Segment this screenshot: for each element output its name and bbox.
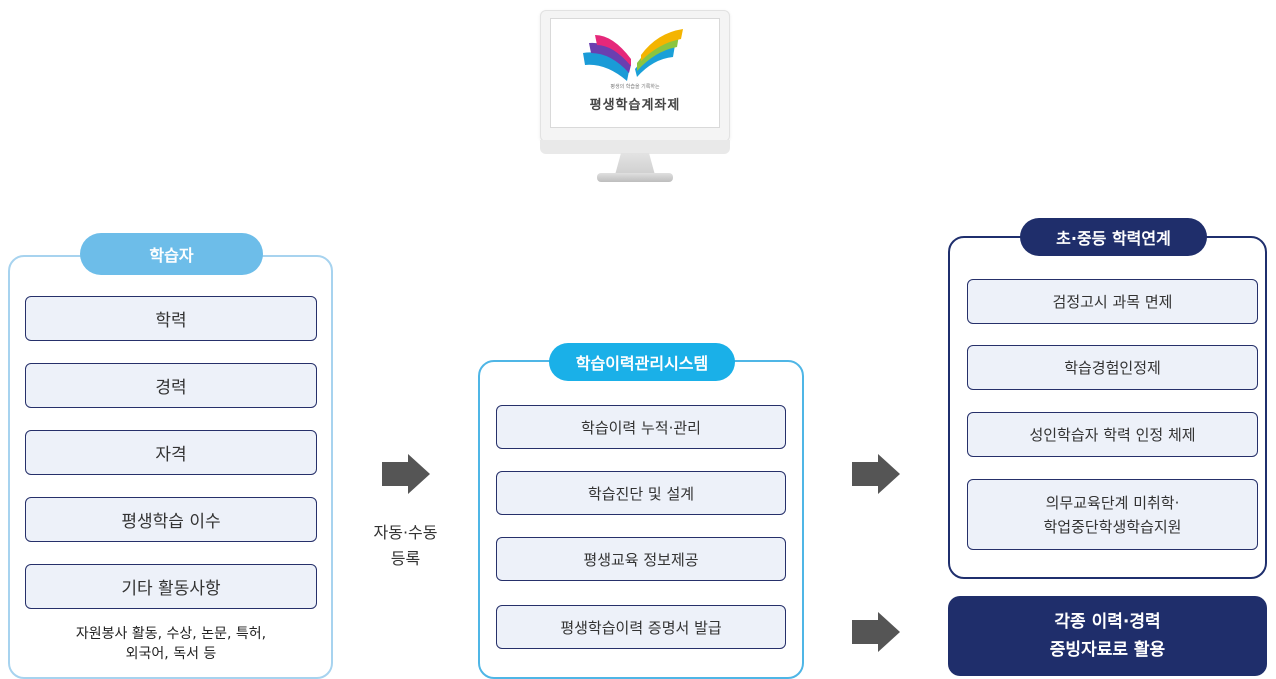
system-panel-title: 학습이력관리시스템 [549,343,735,381]
right-arrow-icon [852,454,900,494]
monitor-chin [540,140,730,154]
monitor-stand [615,153,655,175]
learner-item-education: 학력 [25,296,317,341]
learner-note-line: 자원봉사 활동, 수상, 논문, 특허, [75,626,267,642]
learner-item-qualification: 자격 [25,430,317,475]
result-box: 각종 이력·경력 증빙자료로 활용 [948,596,1267,676]
right-arrow-icon [382,454,430,494]
right-arrow-icon [852,612,900,652]
monitor-base [597,173,673,182]
monitor-display [550,18,720,128]
book-logo-icon [583,29,683,81]
learner-panel-title: 학습자 [80,233,263,275]
school-item-line: 학업중단학생학습지원 [1043,517,1182,536]
logo-tagline: 평생의 학습을 기록하는 [610,84,660,90]
school-item-line: 의무교육단계 미취학· [1045,493,1180,512]
school-item-adult-recognition: 성인학습자 학력 인정 체제 [967,412,1258,457]
system-item-information: 평생교육 정보제공 [496,537,786,581]
school-link-panel-title: 초·중등 학력연계 [1020,218,1207,256]
school-item-experience-recognition: 학습경험인정제 [967,345,1258,390]
registration-label: 자동·수동 등록 [348,520,463,572]
learner-item-career: 경력 [25,363,317,408]
logo-title: 평생학습계좌제 [589,98,681,113]
registration-label-line: 등록 [390,549,421,568]
registration-label-line: 자동·수동 [373,523,438,542]
result-line: 각종 이력·경력 [1054,612,1161,632]
result-line: 증빙자료로 활용 [1049,640,1166,660]
system-item-certificate: 평생학습이력 증명서 발급 [496,605,786,649]
learner-note-line: 외국어, 독서 등 [125,646,217,662]
school-item-ged-exemption: 검정고시 과목 면제 [967,279,1258,324]
learner-note: 자원봉사 활동, 수상, 논문, 특허, 외국어, 독서 등 [25,624,317,664]
system-item-history-management: 학습이력 누적·관리 [496,405,786,449]
system-item-diagnosis: 학습진단 및 설계 [496,471,786,515]
learner-item-lifelong-learning: 평생학습 이수 [25,497,317,542]
school-item-dropout-support: 의무교육단계 미취학· 학업중단학생학습지원 [967,479,1258,550]
learner-item-other-activities: 기타 활동사항 [25,564,317,609]
